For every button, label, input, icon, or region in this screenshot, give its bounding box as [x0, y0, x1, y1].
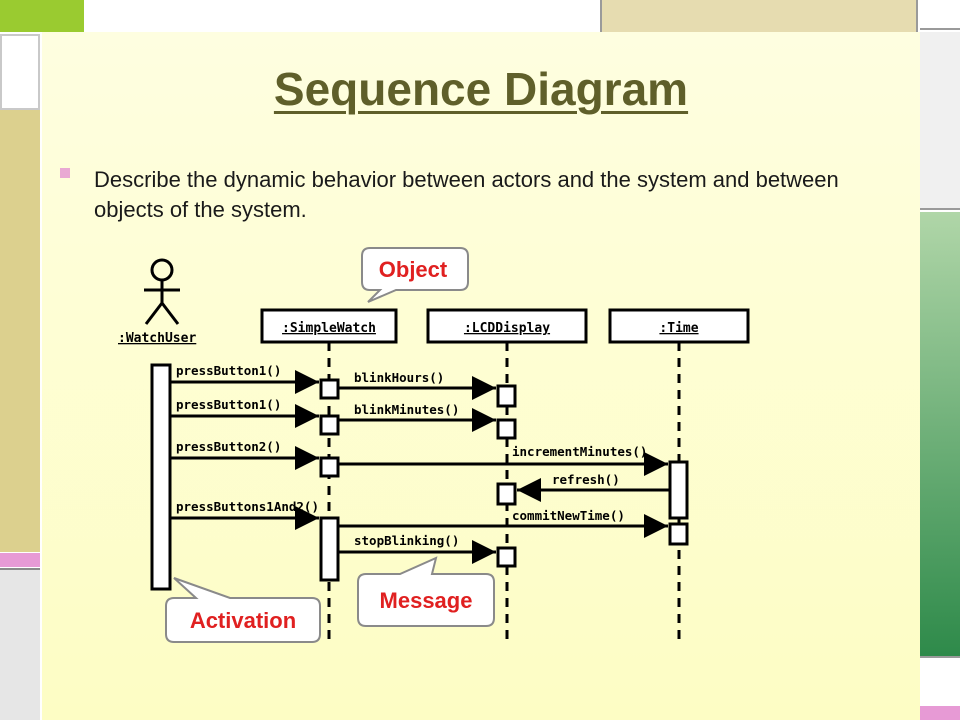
frame-block-white-topright — [920, 0, 960, 30]
callout-object: Object — [361, 247, 469, 303]
object-label-lcddisplay: :LCDDisplay — [464, 321, 550, 336]
activation-watchuser — [150, 363, 172, 591]
activation-lcddisplay-1 — [496, 384, 517, 408]
message-label: pressButton1() — [176, 363, 281, 378]
object-label-simplewatch: :SimpleWatch — [282, 321, 376, 336]
activation-simplewatch-3 — [319, 456, 340, 478]
callout-message: Message — [357, 556, 495, 627]
message-label: blinkHours() — [354, 370, 444, 385]
sequence-diagram: :WatchUser :SimpleWatch :LCDDisplay :Tim… — [118, 247, 750, 643]
activation-simplewatch-2 — [319, 414, 340, 436]
callout-message-label: Message — [380, 588, 473, 613]
callout-activation-label: Activation — [190, 608, 296, 633]
object-label-time: :Time — [659, 321, 698, 336]
activation-simplewatch-4 — [319, 516, 340, 582]
activation-time-1 — [668, 460, 689, 520]
slide-title: Sequence Diagram — [273, 63, 689, 115]
message-label: commitNewTime() — [512, 508, 625, 523]
message-label: pressButton1() — [176, 397, 281, 412]
activation-lcddisplay-4 — [496, 546, 517, 568]
message-label: pressButtons1And2() — [176, 499, 319, 514]
message-label: refresh() — [552, 472, 620, 487]
activation-simplewatch-1 — [319, 378, 340, 400]
callout-object-label: Object — [379, 257, 448, 282]
actor-stick-figure-icon — [144, 258, 180, 325]
actor-label: :WatchUser — [118, 331, 196, 346]
object-box-simplewatch: :SimpleWatch — [260, 308, 398, 344]
frame-block-gray-right — [920, 32, 960, 210]
frame-block-white-topleft — [0, 34, 40, 110]
message-label: pressButton2() — [176, 439, 281, 454]
frame-block-olive-left — [0, 110, 40, 552]
bullet-square-icon — [60, 168, 70, 178]
activation-lcddisplay-2 — [496, 418, 517, 440]
frame-block-pink-left — [0, 553, 40, 567]
frame-block-tan-top — [600, 0, 918, 34]
frame-block-gray-bottomleft — [0, 568, 40, 720]
message-label: blinkMinutes() — [354, 402, 459, 417]
frame-block-green-topleft — [0, 0, 84, 32]
object-box-lcddisplay: :LCDDisplay — [426, 308, 588, 344]
message-label: incrementMinutes() — [512, 444, 647, 459]
frame-block-green-right — [920, 212, 960, 656]
bullet-text: Describe the dynamic behavior between ac… — [94, 167, 839, 222]
activation-time-2 — [668, 522, 689, 546]
callout-activation: Activation — [165, 577, 321, 643]
object-box-time: :Time — [608, 308, 750, 344]
message-label: stopBlinking() — [354, 533, 459, 548]
activation-lcddisplay-3 — [496, 482, 517, 506]
